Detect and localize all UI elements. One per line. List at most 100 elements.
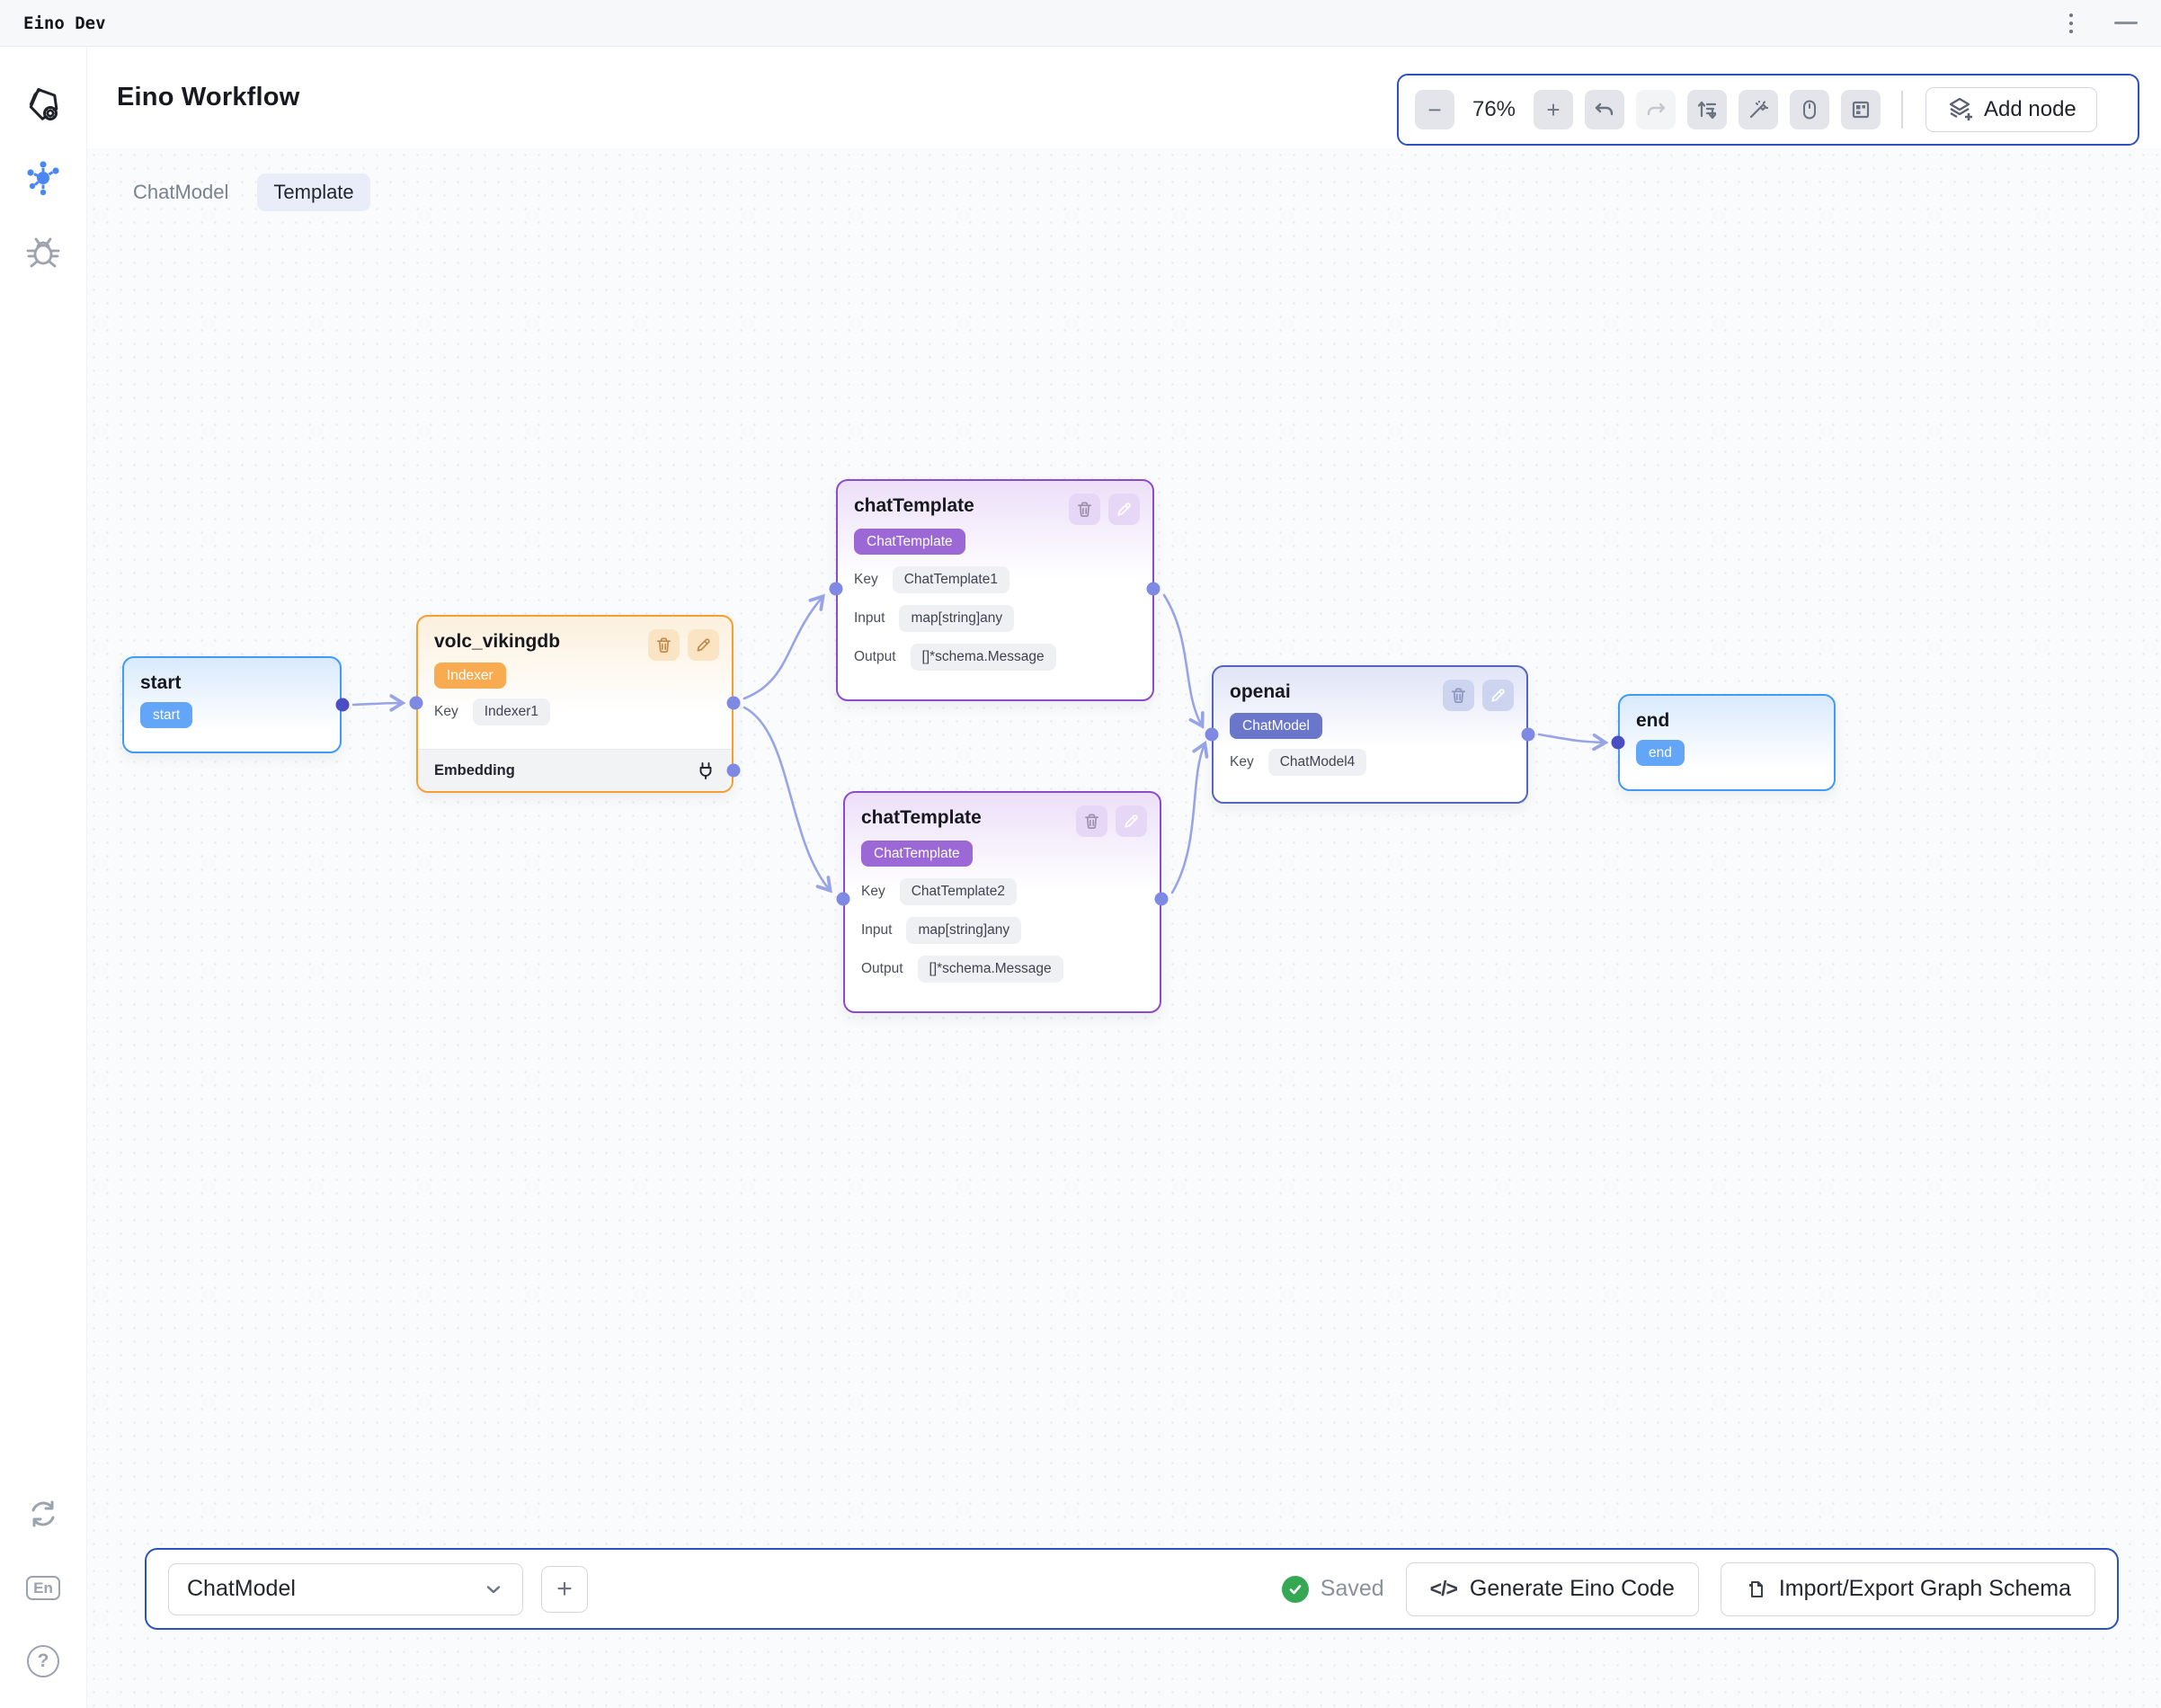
edit-node-button[interactable] — [1116, 805, 1147, 837]
refresh-icon[interactable] — [22, 1492, 65, 1535]
auto-layout-icon — [1695, 98, 1719, 121]
delete-node-button[interactable] — [1443, 680, 1474, 711]
auto-layout-button[interactable] — [1687, 90, 1727, 129]
trash-icon — [655, 636, 672, 654]
workflow-canvas[interactable]: ChatModel Template — [87, 148, 2161, 1708]
minimap-icon — [1850, 99, 1872, 120]
input-label: Input — [854, 610, 885, 627]
node-type-badge: end — [1636, 740, 1685, 766]
language-icon[interactable]: En — [22, 1566, 65, 1609]
node-title: end — [1636, 710, 1818, 732]
help-icon[interactable]: ? — [22, 1640, 65, 1683]
code-icon: </> — [1430, 1577, 1457, 1601]
add-node-button[interactable]: Add node — [1925, 87, 2097, 132]
node-start[interactable]: start start — [122, 656, 342, 753]
undo-button[interactable] — [1585, 90, 1624, 129]
mouse-icon — [1799, 99, 1820, 120]
delete-node-button[interactable] — [1069, 494, 1100, 525]
minimize-icon[interactable] — [2114, 22, 2138, 24]
output-value: []*schema.Message — [918, 956, 1063, 983]
plug-icon — [696, 761, 716, 780]
add-graph-button[interactable]: + — [541, 1566, 588, 1613]
language-label: En — [26, 1576, 60, 1600]
window-title: Eino Dev — [23, 13, 106, 33]
pencil-icon — [695, 636, 712, 654]
key-label: Key — [434, 704, 458, 720]
node-title: start — [140, 672, 324, 694]
eino-logo-icon[interactable] — [22, 83, 65, 126]
edit-node-button[interactable] — [1108, 494, 1140, 525]
port-template1-input[interactable] — [830, 583, 843, 596]
kebab-menu-icon[interactable] — [2069, 13, 2073, 33]
debug-bug-icon[interactable] — [22, 230, 65, 273]
mouse-mode-button[interactable] — [1790, 90, 1829, 129]
key-value: Indexer1 — [473, 698, 550, 725]
window-titlebar: Eino Dev — [0, 0, 2161, 47]
input-label: Input — [861, 922, 892, 939]
undo-icon — [1594, 99, 1615, 120]
save-status-label: Saved — [1321, 1576, 1384, 1602]
delete-node-button[interactable] — [648, 629, 680, 661]
redo-icon — [1645, 99, 1667, 120]
node-end[interactable]: end end — [1618, 694, 1836, 791]
key-label: Key — [861, 884, 885, 900]
edit-node-button[interactable] — [1482, 680, 1514, 711]
port-template2-input[interactable] — [837, 893, 850, 906]
port-end-input[interactable] — [1612, 736, 1625, 750]
minimap-button[interactable] — [1841, 90, 1881, 129]
import-export-button[interactable]: Import/Export Graph Schema — [1721, 1562, 2095, 1616]
node-openai[interactable]: openai ChatModel Key ChatModel4 — [1212, 665, 1528, 804]
edge-openai-end — [1539, 734, 1605, 743]
graph-selector[interactable]: ChatModel — [168, 1563, 523, 1615]
node-type-badge: start — [140, 702, 192, 728]
edge-template2-openai — [1172, 744, 1205, 893]
bottom-bar: ChatModel + Saved — [145, 1548, 2119, 1630]
output-label: Output — [854, 649, 896, 665]
magic-wand-button[interactable] — [1739, 90, 1778, 129]
trash-icon — [1076, 501, 1093, 518]
toolbar-divider — [1901, 91, 1903, 129]
graph-tabs: ChatModel Template — [117, 173, 370, 211]
edit-node-button[interactable] — [688, 629, 719, 661]
port-volc-embedding[interactable] — [727, 764, 741, 778]
document-icon — [1745, 1579, 1766, 1600]
port-openai-output[interactable] — [1522, 728, 1535, 742]
port-volc-input[interactable] — [410, 697, 423, 710]
canvas-toolbar: − 76% + — [1397, 74, 2139, 146]
generate-code-button[interactable]: </> Generate Eino Code — [1406, 1562, 1699, 1616]
node-chattemplate-1[interactable]: chatTemplate ChatTemplate Key ChatTempla… — [836, 479, 1154, 701]
add-node-label: Add node — [1984, 97, 2077, 122]
key-value: ChatTemplate1 — [893, 566, 1009, 593]
magic-wand-icon — [1747, 98, 1770, 121]
zoom-in-button[interactable]: + — [1534, 90, 1573, 129]
embedding-slot[interactable]: Embedding — [418, 749, 732, 791]
import-export-label: Import/Export Graph Schema — [1779, 1576, 2071, 1602]
tab-template[interactable]: Template — [257, 173, 369, 211]
edge-volc-template2 — [744, 707, 830, 890]
workflow-graph-icon[interactable] — [22, 156, 65, 200]
trash-icon — [1450, 687, 1467, 704]
port-template1-output[interactable] — [1147, 583, 1161, 596]
delete-node-button[interactable] — [1076, 805, 1107, 837]
key-value: ChatTemplate2 — [900, 878, 1017, 905]
key-value: ChatModel4 — [1268, 749, 1367, 776]
node-volc-vikingdb[interactable]: volc_vikingdb Indexer Key Indexer1 Embed… — [416, 615, 734, 793]
zoom-out-button[interactable]: − — [1415, 90, 1454, 129]
add-node-layers-icon — [1946, 96, 1973, 123]
node-type-badge: ChatTemplate — [861, 841, 973, 867]
redo-button[interactable] — [1636, 90, 1676, 129]
port-template2-output[interactable] — [1155, 893, 1169, 906]
port-start-output[interactable] — [336, 698, 350, 712]
pencil-icon — [1490, 687, 1507, 704]
port-volc-output[interactable] — [727, 697, 741, 710]
edge-start-volc — [353, 703, 402, 705]
node-chattemplate-2[interactable]: chatTemplate ChatTemplate Key ChatTempla… — [843, 791, 1161, 1013]
graph-selector-value: ChatModel — [187, 1576, 296, 1602]
chevron-down-icon — [483, 1579, 504, 1600]
zoom-level: 76% — [1466, 97, 1522, 122]
port-openai-input[interactable] — [1205, 728, 1219, 742]
page-title: Eino Workflow — [117, 83, 299, 112]
tab-chatmodel[interactable]: ChatModel — [117, 173, 245, 211]
help-label: ? — [27, 1645, 59, 1677]
edge-volc-template1 — [744, 597, 823, 698]
